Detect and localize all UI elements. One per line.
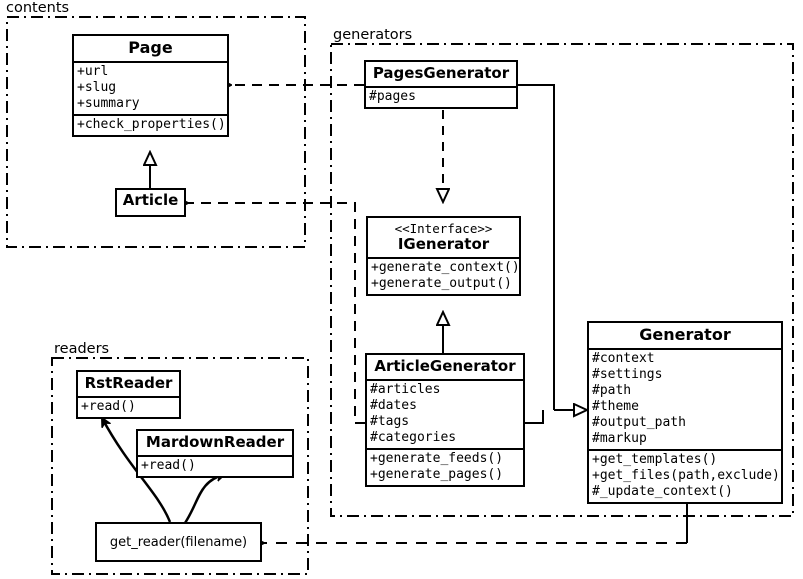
connector-generators-inherit-generator [518, 84, 587, 424]
class-name-igenerator: <<Interface>> IGenerator [368, 218, 519, 257]
attribute: #settings [592, 367, 663, 383]
function-label: get_reader(filename) [109, 534, 248, 550]
operation: #_update_context() [592, 484, 733, 500]
operation: +get_templates() [592, 452, 718, 468]
class-operations-igenerator: +generate_context() +generate_output() [368, 259, 520, 294]
operation: +generate_output() [371, 276, 512, 291]
operation: +check_properties() [77, 117, 226, 133]
attribute: #dates [370, 398, 417, 414]
class-name-text: IGenerator [397, 234, 490, 253]
operation: +generate_context() [371, 260, 520, 275]
connector-generator-uses-get-reader [264, 503, 688, 543]
attribute: #output_path [592, 415, 686, 431]
attribute: #articles [370, 382, 441, 398]
class-name-articlegenerator: ArticleGenerator [374, 357, 516, 375]
operation: +generate_feeds() [370, 451, 504, 467]
attribute: #context [592, 351, 655, 367]
divider [138, 455, 292, 458]
divider [78, 396, 179, 399]
attribute: +summary [77, 96, 140, 112]
class-name-rstreader: RstReader [84, 374, 173, 392]
class-box-pagesgenerator[interactable]: PagesGenerator #pages [364, 60, 518, 110]
class-name-generator: Generator [639, 325, 731, 344]
divider [74, 61, 227, 64]
attribute: #markup [592, 431, 647, 447]
class-operations-rstreader: +read() [78, 398, 179, 417]
package-label-generators: generators [331, 27, 415, 43]
class-operations-generator: +get_templates() +get_files(path,exclude… [589, 451, 781, 502]
attribute: +url [77, 64, 109, 80]
class-name-article: Article [122, 191, 179, 209]
class-operations-mardownreader: +read() [138, 457, 292, 476]
class-attributes-pagesgenerator: #pages [366, 88, 516, 107]
class-operations-articlegenerator: +generate_feeds() +generate_pages() [367, 450, 523, 485]
divider [367, 448, 523, 451]
class-box-mardownreader[interactable]: MardownReader +read() [136, 429, 294, 479]
class-operations-page: +check_properties() [74, 116, 227, 135]
divider [589, 449, 781, 452]
class-box-generator[interactable]: Generator #context #settings #path #them… [587, 321, 783, 505]
class-name-page: Page [128, 38, 173, 57]
connector-articlegenerator-uses-article [188, 203, 365, 424]
package-label-contents: contents [4, 0, 72, 16]
class-box-page[interactable]: Page +url +slug +summary +check_properti… [72, 34, 229, 138]
divider [74, 114, 227, 117]
attribute: #theme [592, 399, 639, 415]
class-attributes-page: +url +slug +summary [74, 63, 227, 114]
operation: +read() [81, 399, 136, 415]
operation: +generate_pages() [370, 467, 504, 483]
class-attributes-articlegenerator: #articles #dates #tags #categories [367, 381, 523, 448]
function-box-get-reader[interactable]: get_reader(filename) [95, 522, 262, 562]
connector-get-reader-returns-rstreader [100, 418, 172, 523]
attribute: #categories [370, 430, 457, 446]
operation: +read() [141, 458, 196, 474]
attribute: #path [592, 383, 632, 399]
class-box-rstreader[interactable]: RstReader +read() [76, 370, 181, 420]
divider [589, 348, 781, 351]
package-label-readers: readers [52, 341, 112, 357]
class-box-igenerator[interactable]: <<Interface>> IGenerator +generate_conte… [366, 216, 521, 296]
package-frame-generators [330, 43, 794, 517]
divider [366, 86, 516, 89]
divider [367, 379, 523, 382]
class-box-articlegenerator[interactable]: ArticleGenerator #articles #dates #tags … [365, 353, 525, 488]
class-name-pagesgenerator: PagesGenerator [372, 64, 510, 82]
class-attributes-generator: #context #settings #path #theme #output_… [589, 350, 781, 449]
class-name-mardownreader: MardownReader [145, 433, 285, 451]
divider [368, 257, 519, 259]
attribute: +slug [77, 80, 117, 96]
class-stereotype-igenerator: <<Interface>> [394, 221, 493, 236]
class-box-article[interactable]: Article [115, 188, 186, 217]
operation: +get_files(path,exclude) [592, 468, 780, 484]
package-frame-readers [51, 357, 309, 575]
attribute: #tags [370, 414, 410, 430]
attribute: #pages [369, 89, 416, 105]
package-frame-contents [6, 16, 306, 248]
connector-get-reader-returns-mardownreader [183, 474, 225, 524]
